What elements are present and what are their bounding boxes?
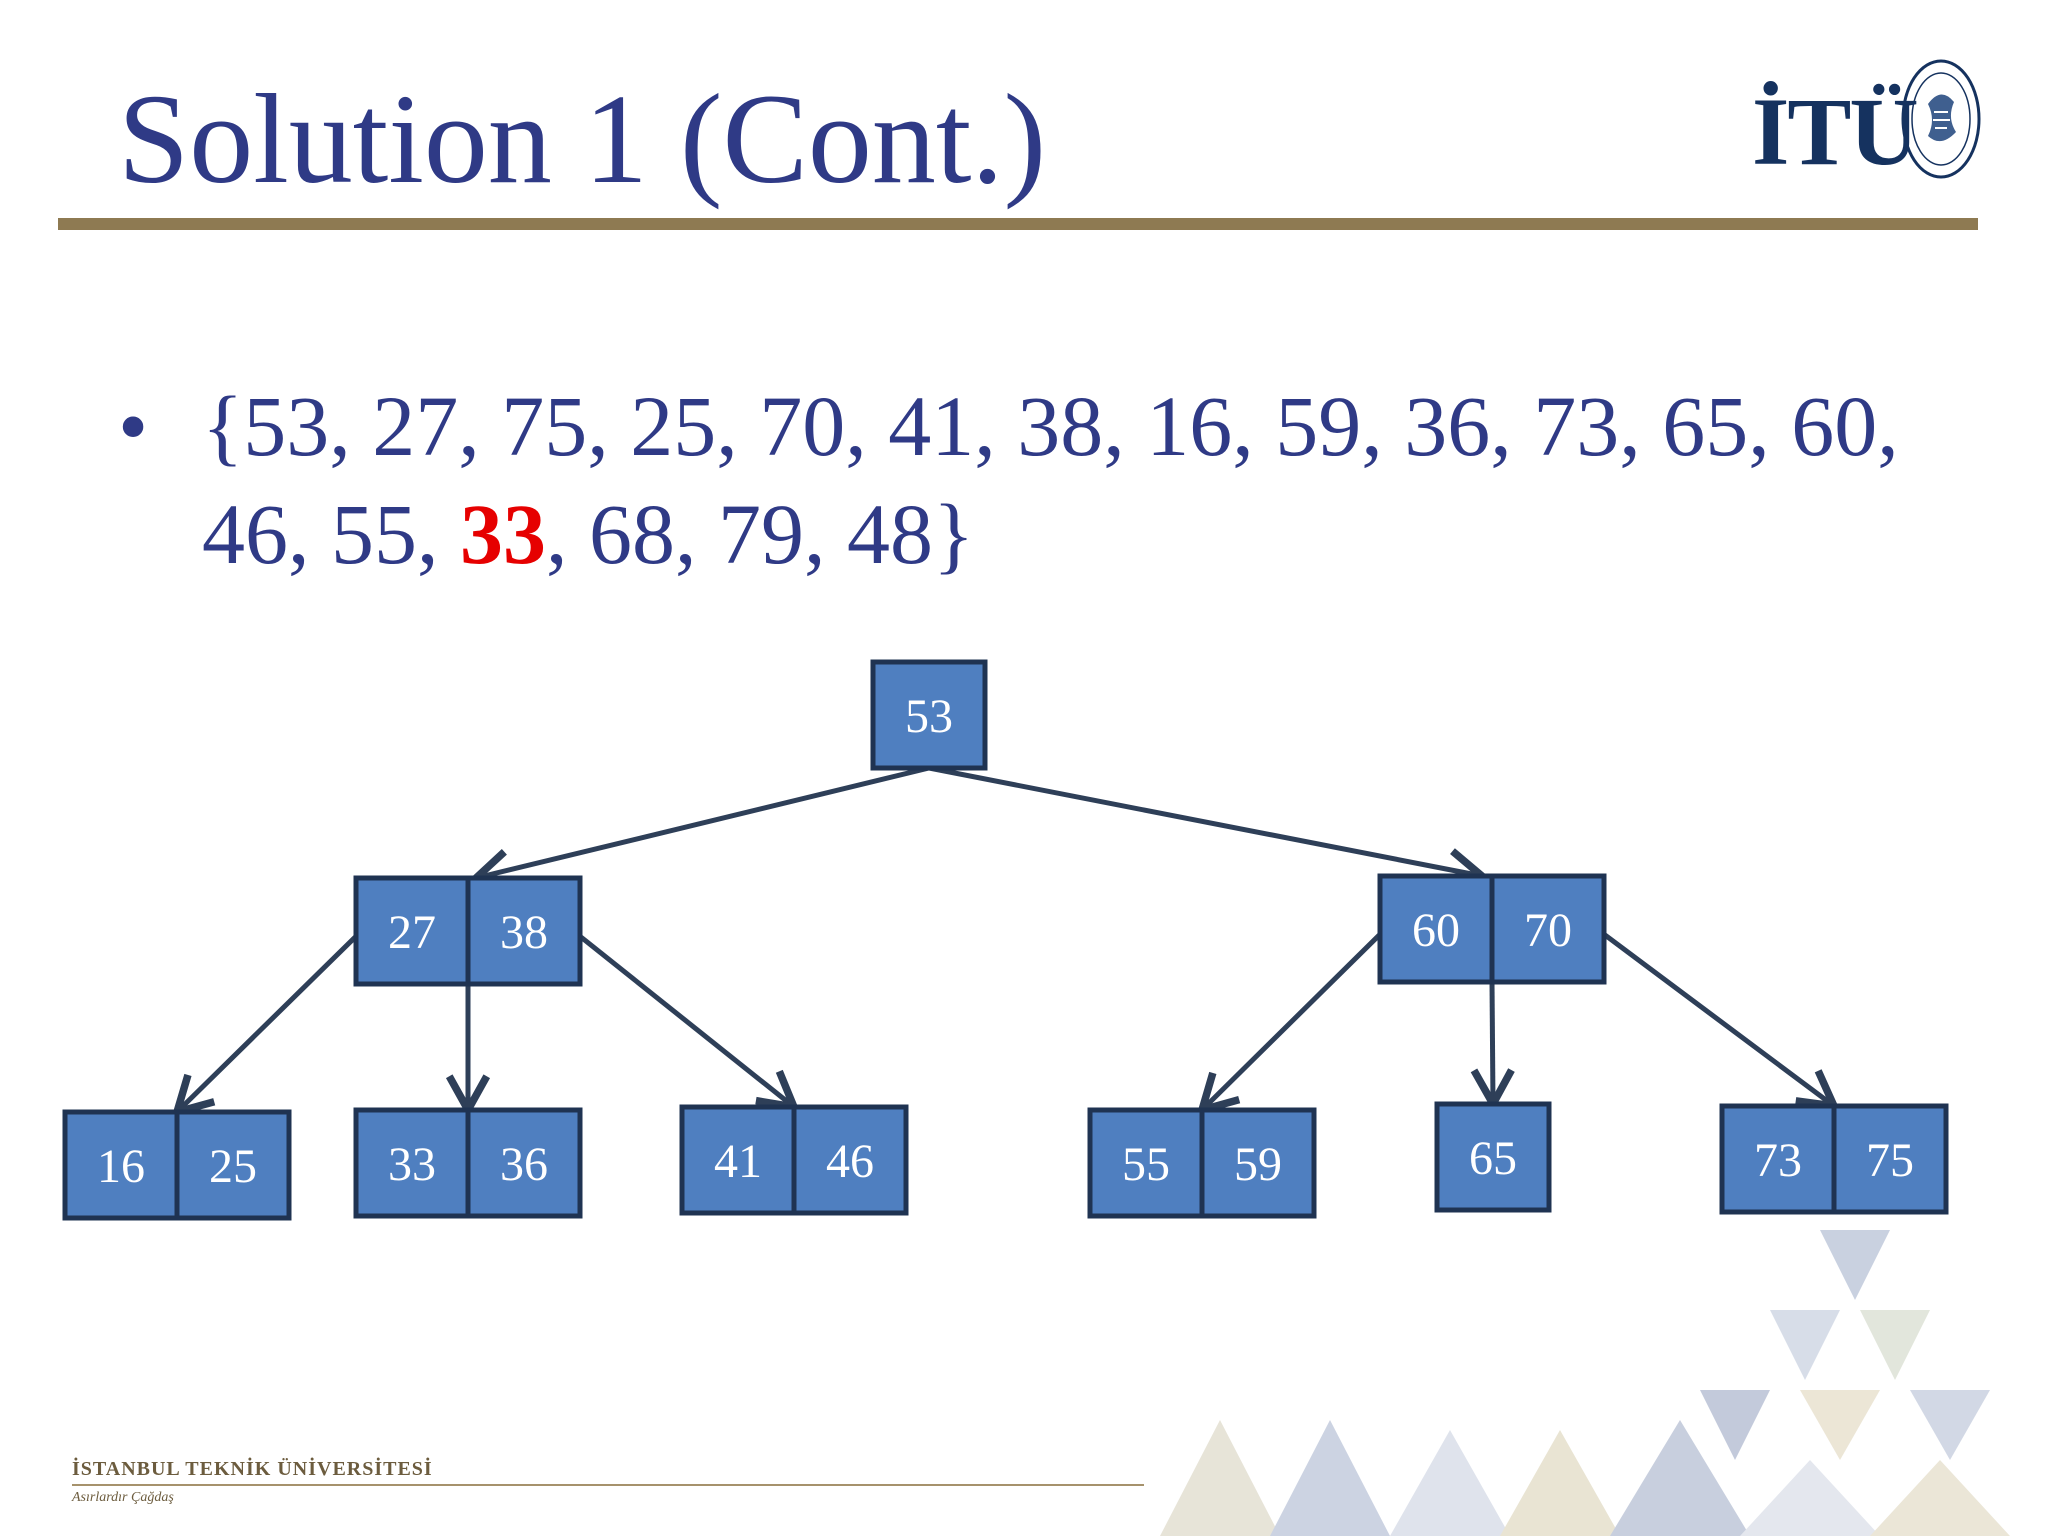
tree-node-right: 60 70 [1377, 873, 1607, 985]
node-key: 27 [388, 906, 436, 959]
highlighted-key: 33 [460, 486, 546, 582]
slide-title: Solution 1 (Cont.) [118, 68, 1047, 210]
node-cell [1719, 1103, 1837, 1215]
node-key: 65 [1469, 1132, 1517, 1185]
node-key: 60 [1412, 904, 1460, 957]
node-key: 36 [500, 1138, 548, 1191]
node-cell [174, 1109, 292, 1221]
tree-node-root: 53 [870, 659, 988, 771]
node-key: 46 [826, 1135, 874, 1188]
tree-edge-right-rl [1202, 932, 1382, 1110]
node-cell [870, 659, 988, 771]
node-cell [1831, 1103, 1949, 1215]
node-key: 41 [714, 1135, 762, 1188]
node-key: 73 [1754, 1134, 1802, 1187]
bullet-marker: • [118, 378, 149, 474]
sequence-after: , 68, 79, 48} [546, 486, 975, 582]
tree-node-lm: 33 36 [353, 1107, 583, 1219]
tree-node-lr: 41 46 [679, 1104, 909, 1216]
node-cell [1434, 1101, 1552, 1213]
node-key: 33 [388, 1138, 436, 1191]
tree-node-left: 27 38 [353, 875, 583, 987]
node-key: 25 [209, 1140, 257, 1193]
node-key: 16 [97, 1140, 145, 1193]
tree-edge-left-lr [578, 934, 794, 1107]
node-cell [1199, 1107, 1317, 1219]
logo-text: İTÜ [1752, 78, 1919, 185]
node-cell [465, 875, 583, 987]
tree-edge-root-left [476, 765, 930, 878]
title-divider [58, 218, 1978, 230]
node-key: 38 [500, 906, 548, 959]
tree-edge-left-ll [177, 934, 358, 1112]
node-key: 55 [1122, 1138, 1170, 1191]
university-seal-icon [1901, 59, 1981, 179]
itu-logo: İTÜ [1752, 56, 1982, 186]
footer-divider [72, 1484, 1144, 1486]
node-key: 53 [905, 690, 953, 743]
insertion-sequence: {53, 27, 75, 25, 70, 41, 38, 16, 59, 36,… [202, 372, 1942, 588]
decorative-triangles [1160, 1230, 2010, 1536]
node-cell [1087, 1107, 1205, 1219]
sequence-before: {53, 27, 75, 25, 70, 41, 38, 16, 59, 36,… [202, 378, 1899, 582]
tree-node-rm: 65 [1434, 1101, 1552, 1213]
node-cell [791, 1104, 909, 1216]
tree-node-rl: 55 59 [1087, 1107, 1317, 1219]
node-cell [1489, 873, 1607, 985]
tree-edge-right-rm [1492, 981, 1493, 1104]
node-cell [465, 1107, 583, 1219]
tree-edge-root-right [928, 765, 1482, 876]
node-key: 75 [1866, 1134, 1914, 1187]
node-key: 59 [1234, 1138, 1282, 1191]
footer-university-name: İSTANBUL TEKNİK ÜNİVERSİTESİ [72, 1458, 433, 1480]
tree-edge-right-rr [1602, 932, 1834, 1106]
footer-motto: Asırlardır Çağdaş [72, 1490, 174, 1505]
tree-node-rr: 73 75 [1719, 1103, 1949, 1215]
node-key: 70 [1524, 904, 1572, 957]
node-cell [679, 1104, 797, 1216]
